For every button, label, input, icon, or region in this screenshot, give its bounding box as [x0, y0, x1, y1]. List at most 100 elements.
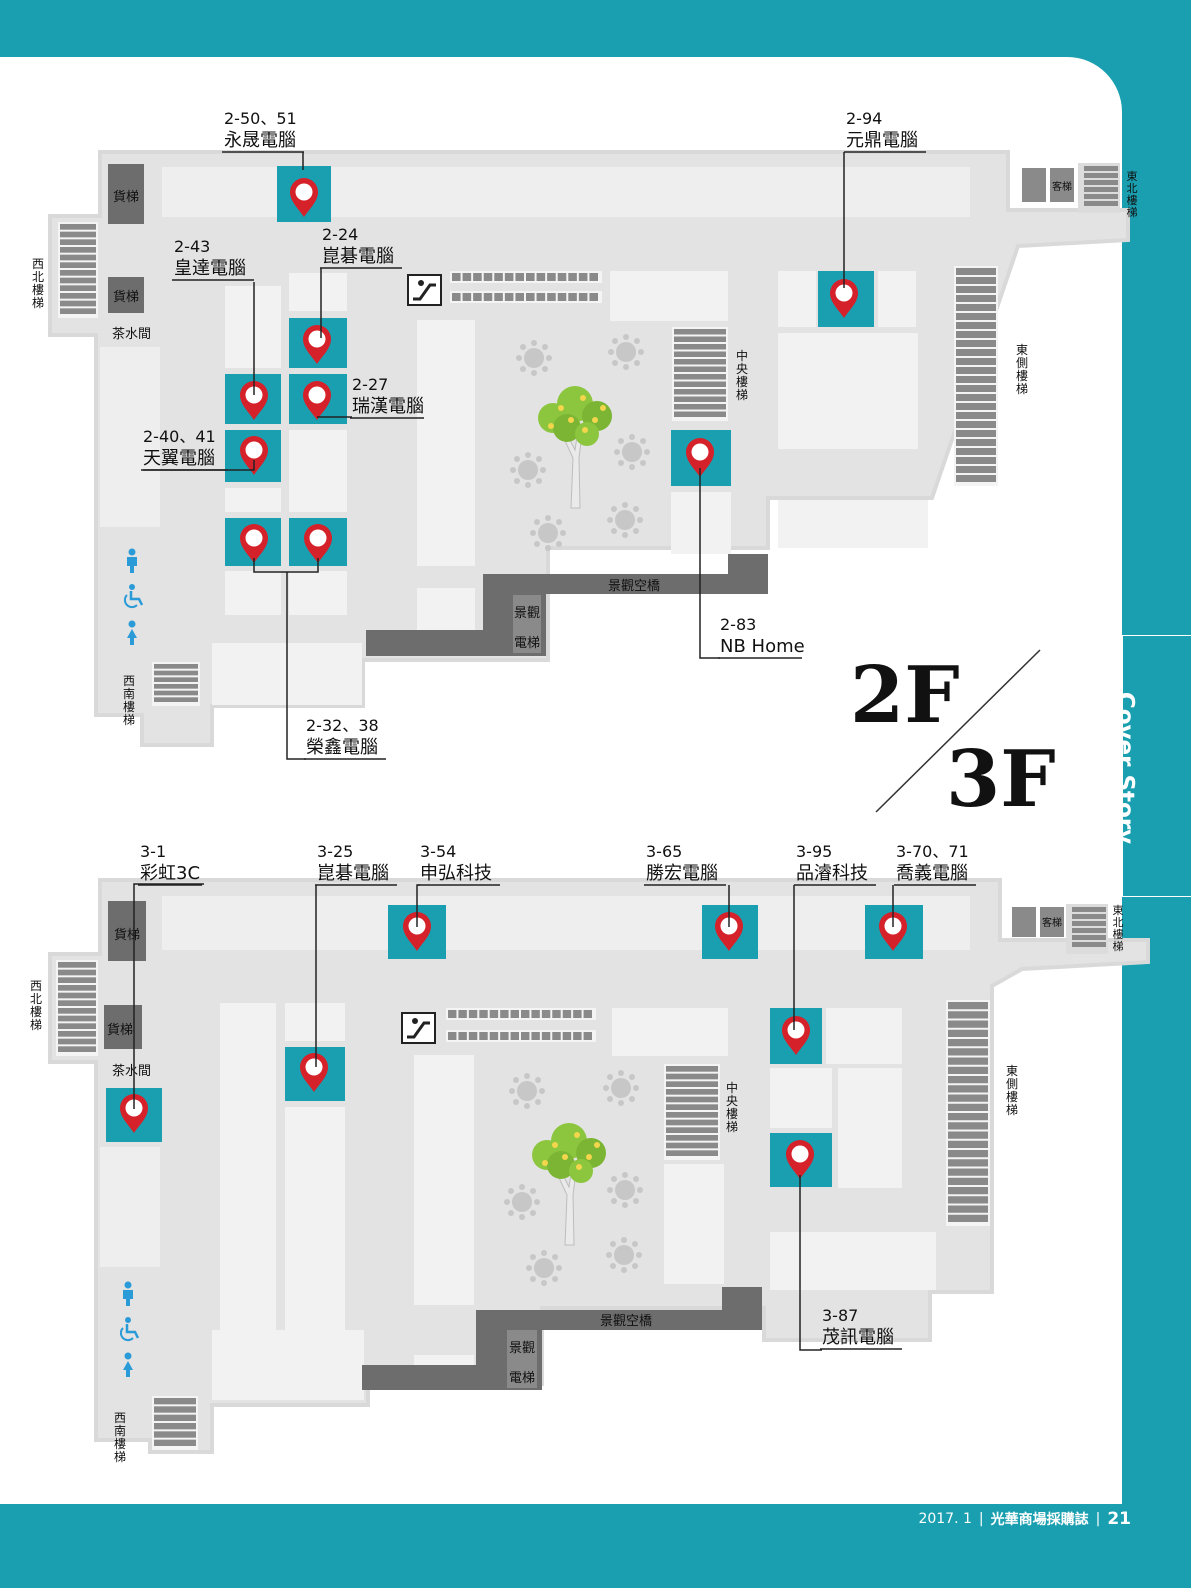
stair-step	[504, 273, 514, 281]
leader-line	[143, 460, 255, 471]
page-footer: 2017. 1 | 光華商場採購誌 | 21	[918, 1503, 1131, 1535]
stair-step	[956, 430, 996, 437]
central-stairs-label-char: 樓	[726, 1106, 738, 1121]
stair-step	[674, 404, 726, 410]
escalator-icon	[406, 273, 443, 307]
central-stairs-label-char: 樓	[736, 374, 748, 389]
stair-step	[521, 1032, 530, 1040]
stair-step	[948, 1214, 988, 1222]
shop-name: 申弘科技	[420, 863, 492, 884]
stair-step	[458, 1010, 467, 1018]
stair-step	[479, 1032, 488, 1040]
floor-label-divider	[875, 649, 1041, 813]
stair-step	[948, 1103, 988, 1111]
icon-part	[128, 620, 136, 628]
stair-step	[583, 1032, 592, 1040]
sw-stairs-label-char: 梯	[123, 713, 135, 727]
stair-step	[60, 239, 96, 245]
stair-step	[666, 1066, 718, 1072]
stair-step	[521, 1010, 530, 1018]
west-corridor	[100, 347, 160, 527]
stair-step	[547, 273, 556, 281]
stair-step	[154, 1423, 196, 1430]
stair-step	[489, 1032, 499, 1040]
stair-step	[956, 403, 996, 410]
east-stairs-label-char: 側	[1016, 356, 1028, 370]
east-stairs-label-char: 梯	[1006, 1103, 1018, 1117]
stair-step	[666, 1073, 718, 1080]
stair-step	[674, 336, 726, 342]
stair-step	[531, 1010, 540, 1018]
skybridge-label: 景觀空橋	[600, 1314, 652, 1329]
floor-label-3f: 3F	[946, 734, 1056, 825]
east-stairs-label-char: 東	[1016, 343, 1028, 357]
shop-block	[285, 1003, 345, 1041]
footer-issue: 2017. 1	[918, 1511, 972, 1527]
table-icon	[510, 452, 546, 488]
stair-step	[674, 366, 726, 372]
shop-code: 3-70、71	[896, 842, 969, 861]
stair-step	[500, 1032, 509, 1040]
stair-step	[154, 697, 198, 702]
stair-step	[948, 1168, 988, 1176]
shop-code: 3-25	[317, 842, 353, 861]
shop-block	[212, 1330, 364, 1400]
icon-part	[127, 557, 137, 573]
central-stairs-label-char: 央	[726, 1094, 738, 1108]
shop-name: 天翼電腦	[143, 448, 215, 469]
shop-name: 品濬科技	[796, 863, 868, 884]
stair-step	[154, 1431, 196, 1438]
stair-step	[541, 1032, 551, 1040]
stair-step	[562, 1032, 572, 1040]
shop-name: 榮鑫電腦	[306, 737, 378, 758]
stair-step	[956, 421, 996, 428]
table-icon	[614, 434, 650, 470]
nw-stairs-label-char: 樓	[32, 282, 44, 297]
stair-step	[674, 351, 726, 357]
leader-line	[799, 1175, 822, 1351]
stair-step	[448, 1010, 457, 1018]
icon-part	[123, 1361, 133, 1377]
shop-block	[778, 333, 918, 449]
table-icon	[606, 1237, 642, 1273]
shop-name: 彩虹3C	[140, 863, 200, 884]
stair-step	[956, 277, 996, 284]
stair-step	[154, 1439, 196, 1446]
freight-elevator-label: 貨梯	[113, 189, 139, 205]
stair-step	[583, 1010, 592, 1018]
ne-stairs-label-char: 東	[1113, 904, 1124, 917]
scenic-elevator-label-1: 景觀	[514, 606, 540, 621]
stair-step	[500, 1010, 509, 1018]
restroom-women-icon	[123, 1352, 133, 1377]
stair-step	[948, 1057, 988, 1065]
stair-step	[674, 389, 726, 395]
stair-step	[154, 690, 198, 696]
stair-step	[956, 295, 996, 302]
shop-block	[285, 1107, 345, 1345]
stair-step	[666, 1127, 718, 1133]
icon-part	[123, 1290, 133, 1306]
icon-part	[129, 591, 144, 606]
footer-magazine: 光華商場採購誌	[990, 1512, 1089, 1528]
leader-line	[699, 468, 720, 659]
stair-step	[666, 1104, 718, 1110]
sw-stairs-label-char: 南	[114, 1423, 126, 1438]
stair-step	[494, 273, 503, 281]
stair-step	[948, 1002, 988, 1010]
stair-step	[462, 293, 472, 301]
stair-step	[956, 331, 996, 338]
stair-step	[60, 308, 96, 314]
sw-stairs-label-char: 梯	[114, 1450, 126, 1464]
shop-block	[417, 588, 475, 632]
east-stairs-label-char: 側	[1006, 1077, 1018, 1091]
stair-step	[589, 273, 598, 281]
accessible-icon	[119, 1317, 140, 1342]
scenic-elevator	[513, 595, 541, 653]
stair-step	[552, 1032, 561, 1040]
table-icon	[607, 502, 643, 538]
stair-step	[58, 1023, 96, 1029]
